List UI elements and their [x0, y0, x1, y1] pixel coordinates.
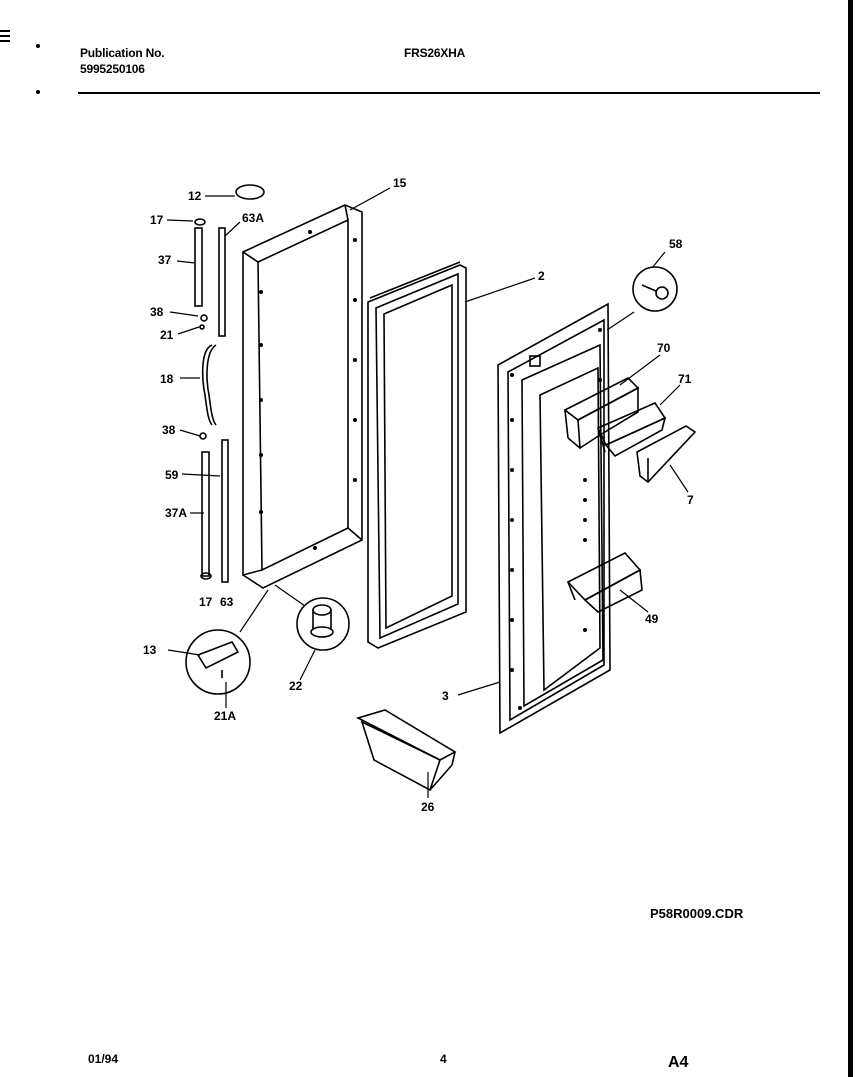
door-gasket-part — [367, 261, 467, 649]
callout-71: 71 — [678, 372, 692, 386]
callout-13: 13 — [143, 643, 157, 657]
callout-37a: 37A — [165, 506, 187, 520]
callout-17: 17 — [150, 213, 164, 227]
shelf-front-7-part — [636, 425, 697, 484]
footer-date: 01/94 — [88, 1052, 119, 1066]
page-border — [848, 0, 853, 1077]
screw-58-detail — [632, 266, 678, 312]
callout-63: 63 — [220, 595, 234, 609]
callout-18: 18 — [160, 372, 174, 386]
door-frame-part — [242, 204, 363, 589]
callout-21: 21 — [160, 328, 174, 342]
callout-2: 2 — [538, 269, 545, 283]
callout-12: 12 — [188, 189, 202, 203]
model-number: FRS26XHA — [404, 46, 466, 60]
hinge-13-detail — [185, 629, 251, 695]
header-rule — [78, 92, 820, 94]
callout-49: 49 — [645, 612, 659, 626]
callout-59: 59 — [165, 468, 179, 482]
door-shelf-71-part — [596, 401, 667, 458]
cap-12-part — [235, 184, 265, 200]
callout-21a: 21A — [214, 709, 236, 723]
callout-26: 26 — [421, 800, 435, 814]
callout-15: 15 — [393, 176, 407, 190]
callout-labels: 12 17 63A 15 37 38 21 18 38 59 37A 17 63… — [143, 176, 694, 814]
hinge-rails-part — [194, 218, 229, 583]
publication-number: 5995250106 — [80, 62, 145, 76]
drawing-code: P58R0009.CDR — [650, 906, 744, 921]
callout-7: 7 — [687, 493, 694, 507]
ice-bucket-26-part — [355, 709, 457, 792]
footer-sheet-code: A4 — [668, 1054, 689, 1071]
callout-63a: 63A — [242, 211, 264, 225]
callout-37: 37 — [158, 253, 172, 267]
callout-58: 58 — [669, 237, 683, 251]
callout-38: 38 — [150, 305, 164, 319]
bushing-22-detail — [296, 597, 350, 651]
callout-22: 22 — [289, 679, 303, 693]
publication-label: Publication No. — [80, 46, 165, 60]
callout-38-lower: 38 — [162, 423, 176, 437]
punch-dot — [36, 90, 40, 94]
leader-lines — [166, 187, 689, 798]
punch-dot — [36, 44, 40, 48]
door-shelf-70-part — [563, 377, 640, 450]
footer-page-number: 4 — [440, 1052, 447, 1066]
door-shelf-49-part — [566, 552, 643, 613]
callout-3: 3 — [442, 689, 449, 703]
binding-mark — [0, 30, 10, 44]
inner-door-panel-part — [497, 302, 611, 735]
callout-70: 70 — [657, 341, 671, 355]
callout-17-lower: 17 — [199, 595, 213, 609]
